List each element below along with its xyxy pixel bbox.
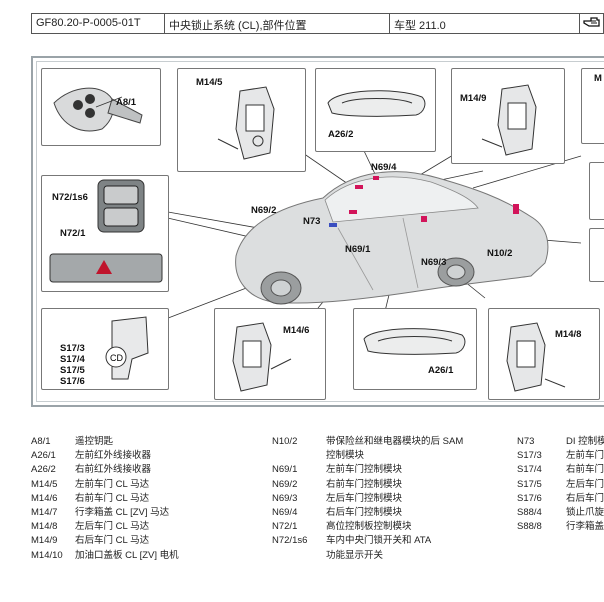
m14-9-box: M14/9 bbox=[451, 68, 565, 164]
m14-5-box: M14/5 bbox=[177, 68, 306, 172]
remote-key-box: A8/1 bbox=[41, 68, 161, 146]
hand-pointer-icon[interactable] bbox=[580, 14, 603, 33]
door-lock-motor-icon bbox=[232, 322, 292, 392]
door-handle-icon bbox=[327, 90, 426, 117]
callout-n72-1: N72/1 bbox=[60, 228, 86, 239]
callout-s17-6: S17/6 bbox=[60, 376, 85, 387]
component-diagram: A8/1 M14/5 A26/2 M14/9 M bbox=[31, 56, 604, 407]
callout-m14-6: M14/6 bbox=[283, 325, 310, 336]
doc-id: GF80.20-P-0005-01T bbox=[32, 14, 165, 33]
a26-1-box: A26/1 bbox=[353, 308, 477, 390]
vehicle-model: 车型 211.0 bbox=[390, 14, 580, 33]
car-illustration bbox=[235, 171, 549, 305]
diagram-lines bbox=[106, 126, 582, 341]
document-header: GF80.20-P-0005-01T 中央锁止系统 (CL),部件位置 车型 2… bbox=[31, 13, 604, 34]
remote-key-icon bbox=[53, 87, 143, 132]
callout-n72-1s6: N72/1s6 bbox=[52, 192, 88, 203]
doc-title: 中央锁止系统 (CL),部件位置 bbox=[165, 14, 390, 33]
callout-a26-2: A26/2 bbox=[328, 129, 354, 140]
door-lock-motor-icon bbox=[506, 322, 566, 392]
callout-m14-8: M14/8 bbox=[555, 329, 582, 340]
s17-switch-box: CD S17/3 S17/4 S17/5 S17/6 bbox=[41, 308, 169, 390]
callout-n73: N73 bbox=[303, 216, 321, 227]
callout-n69-1: N69/1 bbox=[345, 244, 371, 255]
callout-m-partial: M bbox=[594, 73, 602, 84]
callout-n69-4: N69/4 bbox=[371, 162, 397, 173]
callout-n69-3: N69/3 bbox=[421, 257, 447, 268]
svg-text:CD: CD bbox=[110, 353, 123, 363]
callout-a8-1: A8/1 bbox=[116, 97, 137, 108]
n72-1-box: N72/1s6 N72/1 bbox=[41, 175, 169, 292]
callout-s17-5: S17/5 bbox=[60, 365, 85, 376]
partial-right-box bbox=[589, 162, 604, 220]
callout-s17-4: S17/4 bbox=[60, 354, 85, 365]
callout-n10-2: N10/2 bbox=[487, 248, 513, 259]
callout-a26-1: A26/1 bbox=[428, 365, 454, 376]
m14-8-box: M14/8 bbox=[488, 308, 600, 400]
callout-m14-9: M14/9 bbox=[460, 93, 487, 104]
callout-n69-2: N69/2 bbox=[251, 205, 277, 216]
door-contact-switch-icon: CD bbox=[105, 316, 149, 380]
legend-row: 功能显示开关 bbox=[326, 549, 384, 561]
callout-s17-3: S17/3 bbox=[60, 343, 85, 354]
partial-right-box-2 bbox=[589, 228, 604, 282]
door-handle-icon bbox=[363, 328, 466, 355]
legend-row: 控制模块 bbox=[326, 450, 365, 462]
partial-m-box: M bbox=[581, 68, 604, 144]
door-lock-motor-icon bbox=[481, 84, 537, 156]
m14-6-box: M14/6 bbox=[214, 308, 326, 400]
door-lock-motor-icon bbox=[217, 86, 275, 160]
a26-2-box: A26/2 bbox=[315, 68, 436, 152]
center-console-switch-icon bbox=[49, 179, 163, 283]
callout-m14-5: M14/5 bbox=[196, 77, 223, 88]
